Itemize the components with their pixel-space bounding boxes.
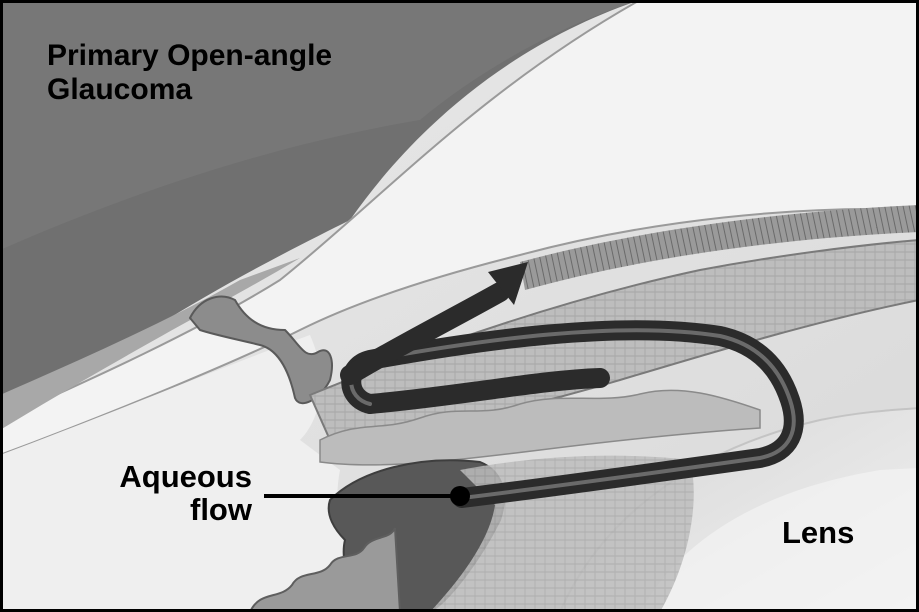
lens-label: Lens [782,516,854,551]
aqueous-flow-pointer-dot [450,486,470,506]
aqueous-flow-label-line-1: Aqueous [60,460,252,493]
aqueous-flow-label-line-2: flow [60,493,252,526]
title-line-2: Glaucoma [47,73,467,107]
aqueous-flow-label: Aqueous flow [60,460,252,527]
title-line-1: Primary Open-angle [47,39,467,73]
diagram-title: Primary Open-angle Glaucoma [47,39,467,106]
